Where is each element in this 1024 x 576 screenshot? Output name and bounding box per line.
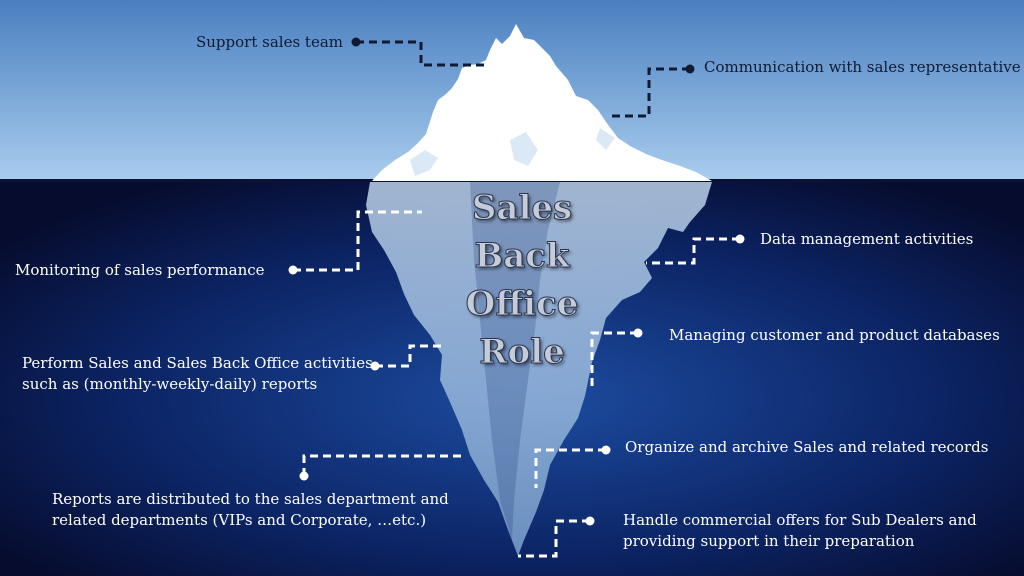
title-line-2: Back	[474, 236, 570, 277]
label-support-sales: Support sales team	[196, 33, 343, 51]
connector-offers	[518, 516, 595, 558]
label-perform-line-2: such as (monthly-weekly-daily) reports	[22, 375, 318, 393]
label-offers-line-2: providing support in their preparation	[623, 532, 915, 550]
submerged-iceberg	[366, 182, 712, 556]
label-archive: Organize and archive Sales and related r…	[625, 438, 989, 456]
label-communication: Communication with sales representative	[704, 58, 1021, 76]
connector-support-sales	[351, 37, 487, 67]
label-perform-line-1: Perform Sales and Sales Back Office acti…	[22, 354, 378, 372]
connector-monitoring	[288, 210, 422, 275]
label-databases: Managing customer and product databases	[669, 326, 1000, 344]
label-offers-line-1: Handle commercial offers for Sub Dealers…	[623, 511, 977, 529]
connector-data-management	[646, 234, 745, 265]
connector-databases	[590, 328, 643, 386]
label-monitoring: Monitoring of sales performance	[15, 261, 265, 279]
title-line-1: Sales	[471, 188, 573, 229]
label-data-management: Data management activities	[760, 230, 974, 248]
connector-perform	[370, 344, 442, 371]
label-reports-line-2: related departments (VIPs and Corporate,…	[52, 511, 427, 529]
title-line-3: Office	[465, 284, 579, 325]
connector-archive	[534, 445, 611, 488]
title-line-4: Role	[479, 332, 565, 373]
iceberg-tip-shadow	[410, 128, 615, 176]
iceberg-tip	[372, 24, 712, 181]
connector-reports	[299, 454, 466, 481]
label-reports-line-1: Reports are distributed to the sales dep…	[52, 490, 449, 508]
connector-communication	[608, 64, 695, 118]
submerged-iceberg-shade	[470, 182, 560, 540]
